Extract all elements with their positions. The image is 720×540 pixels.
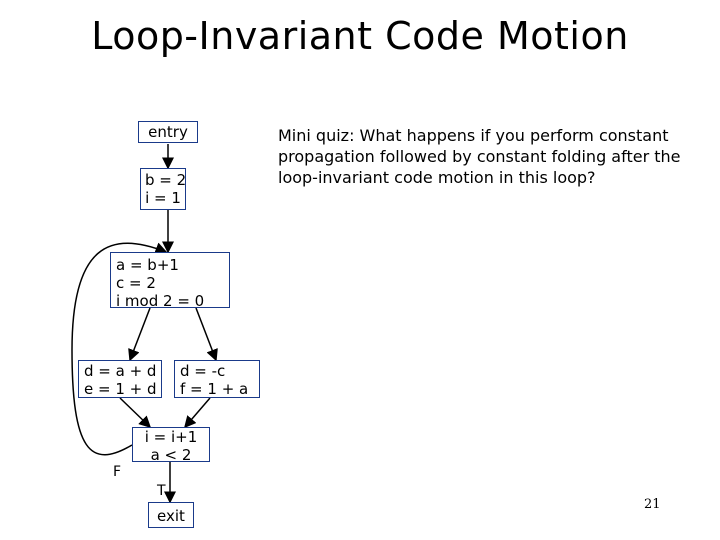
slide-title: Loop-Invariant Code Motion: [91, 14, 629, 58]
edge-right-latch: [184, 397, 211, 429]
true-edge-label: T: [157, 483, 166, 499]
header-line: c = 2: [116, 274, 156, 292]
edge-header-right: [195, 307, 218, 362]
header-line: a = b+1: [116, 256, 179, 274]
edge-left-latch: [119, 397, 152, 429]
latch-line: i = i+1: [144, 428, 198, 446]
init-block: b = 2 i = 1: [140, 168, 186, 210]
left-line: d = a + d: [84, 362, 157, 380]
latch-line: a < 2: [150, 446, 192, 464]
entry-line: entry: [148, 123, 188, 141]
exit-block: exit: [148, 502, 194, 528]
init-line: b = 2: [145, 171, 187, 189]
right-branch-block: d = -c f = 1 + a: [174, 360, 260, 398]
false-edge-label: F: [113, 464, 122, 480]
entry-block: entry: [138, 121, 198, 143]
page-number: 21: [644, 497, 661, 512]
header-line: i mod 2 = 0: [116, 292, 205, 310]
init-line: i = 1: [145, 189, 181, 207]
left-branch-block: d = a + d e = 1 + d: [78, 360, 162, 398]
exit-line: exit: [157, 507, 185, 525]
latch-block: i = i+1 a < 2: [132, 427, 210, 464]
right-line: f = 1 + a: [180, 380, 249, 398]
edge-header-left: [128, 307, 151, 362]
loop-header-block: a = b+1 c = 2 i mod 2 = 0: [110, 252, 230, 310]
right-line: d = -c: [180, 362, 226, 380]
quiz-text: Mini quiz: What happens if you perform c…: [278, 126, 681, 187]
edge-backedge-latch-header: [71, 242, 168, 456]
left-line: e = 1 + d: [84, 380, 157, 398]
